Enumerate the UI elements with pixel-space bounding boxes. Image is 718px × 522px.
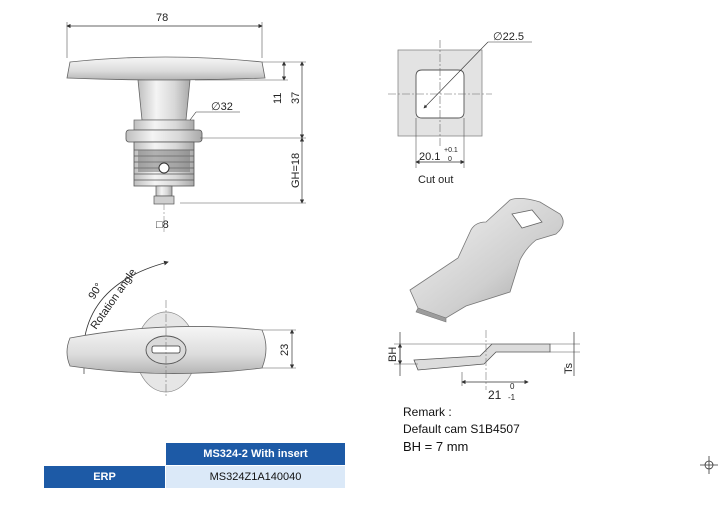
front-view: 78 □8 ∅32: [66, 12, 306, 232]
spec-table-erp-label: ERP: [43, 465, 166, 489]
handle-wing: [66, 56, 266, 81]
dim-bh: BH: [387, 347, 399, 362]
spec-table: MS324-2 With insert ERP MS324Z1A140040: [43, 442, 346, 489]
spec-table-erp-value: MS324Z1A140040: [165, 465, 346, 489]
dim-23: 23: [279, 344, 291, 356]
handle-stem: [137, 79, 191, 121]
cut-out-view: ∅22.5 20.1 +0.1 0 Cut out: [388, 31, 532, 186]
cam-profile: [413, 343, 551, 371]
dim-tol-zero: 0: [448, 156, 452, 163]
dim-78: 78: [156, 12, 168, 24]
dim-gh-18: GH=18: [290, 153, 302, 188]
crosshair-icon: [700, 456, 718, 474]
rotation-arc: [83, 260, 169, 343]
dim-tol-plus: +0.1: [444, 147, 458, 154]
dim-dia-22-5: ∅22.5: [493, 31, 524, 43]
table-row: ERP MS324Z1A140040: [43, 465, 346, 489]
dim-11: 11: [272, 93, 284, 104]
collar: [125, 129, 203, 143]
dim-21: 21: [488, 388, 502, 402]
remark-bh-value: BH = 7 mm: [403, 439, 469, 454]
dim-ts: Ts: [563, 363, 575, 375]
dim-37: 37: [290, 92, 302, 104]
spec-table-header: MS324-2 With insert: [165, 442, 346, 466]
remark-title: Remark :: [403, 405, 452, 419]
remark-block: Remark : Default cam S1B4507 BH = 7 mm: [403, 404, 520, 455]
remark-default-cam: Default cam S1B4507: [403, 422, 520, 436]
spec-table-header-row: MS324-2 With insert: [43, 442, 346, 466]
dim-square-8: □8: [156, 219, 169, 231]
cut-out-label: Cut out: [418, 174, 453, 186]
dim-21-tol-top: 0: [510, 382, 515, 391]
cam-square-hole: [511, 209, 543, 229]
cam-iso-view: [409, 198, 564, 323]
dim-20-1: 20.1: [419, 151, 440, 163]
top-view: 90° Rotation angle 23: [66, 260, 296, 398]
dim-dia-32: ∅32: [211, 101, 233, 113]
spec-table-blank-cell: [43, 442, 166, 466]
cam-side-view: BH Ts 21 0 -1: [387, 330, 580, 402]
dim-21-tol-bottom: -1: [508, 393, 516, 402]
cam-body: [409, 198, 564, 319]
